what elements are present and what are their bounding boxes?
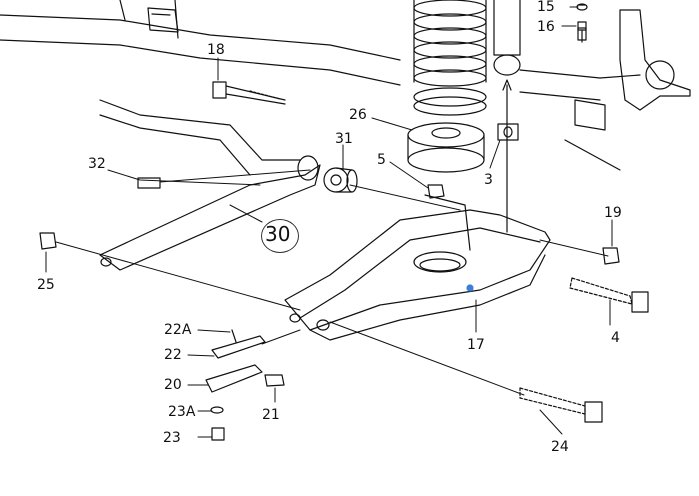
callout-22a: 22A [164, 322, 192, 338]
callout-16: 16 [537, 19, 555, 35]
nut-25 [39, 232, 57, 250]
callout-21: 21 [262, 407, 280, 423]
callout-23: 23 [163, 430, 181, 446]
callout-20: 20 [164, 377, 182, 393]
callout-4: 4 [611, 330, 620, 346]
trailing-arm [99, 99, 321, 271]
callout-23a: 23A [168, 404, 196, 420]
arm-bushing [323, 167, 358, 193]
callout-30: 30 [265, 222, 291, 246]
spring-seat [407, 122, 485, 173]
callout-17: 17 [467, 337, 485, 353]
spindle-assembly [519, 4, 691, 171]
callout-ring-30 [261, 219, 299, 253]
callout-15: 15 [537, 0, 555, 15]
shock-bushing [497, 123, 519, 141]
leader-lines [45, 6, 613, 438]
callout-18: 18 [207, 42, 225, 58]
bolt-4 [569, 277, 649, 313]
coil-spring [413, 0, 487, 116]
callout-5: 5 [377, 152, 386, 168]
nut-19 [602, 247, 620, 265]
callout-25: 25 [37, 277, 55, 293]
nut-5 [427, 184, 445, 199]
callout-3: 3 [484, 172, 493, 188]
callout-24: 24 [551, 439, 569, 455]
callout-26: 26 [349, 107, 367, 123]
axle-housing [0, 0, 401, 86]
callout-22: 22 [164, 347, 182, 363]
callout-31: 31 [335, 131, 353, 147]
bracket-assembly [205, 329, 285, 441]
callout-32: 32 [88, 156, 106, 172]
lower-control-arm [284, 194, 551, 341]
callout-19: 19 [604, 205, 622, 221]
shock-absorber [493, 0, 521, 233]
bolt-24 [519, 387, 603, 423]
bolt-18 [212, 81, 286, 105]
